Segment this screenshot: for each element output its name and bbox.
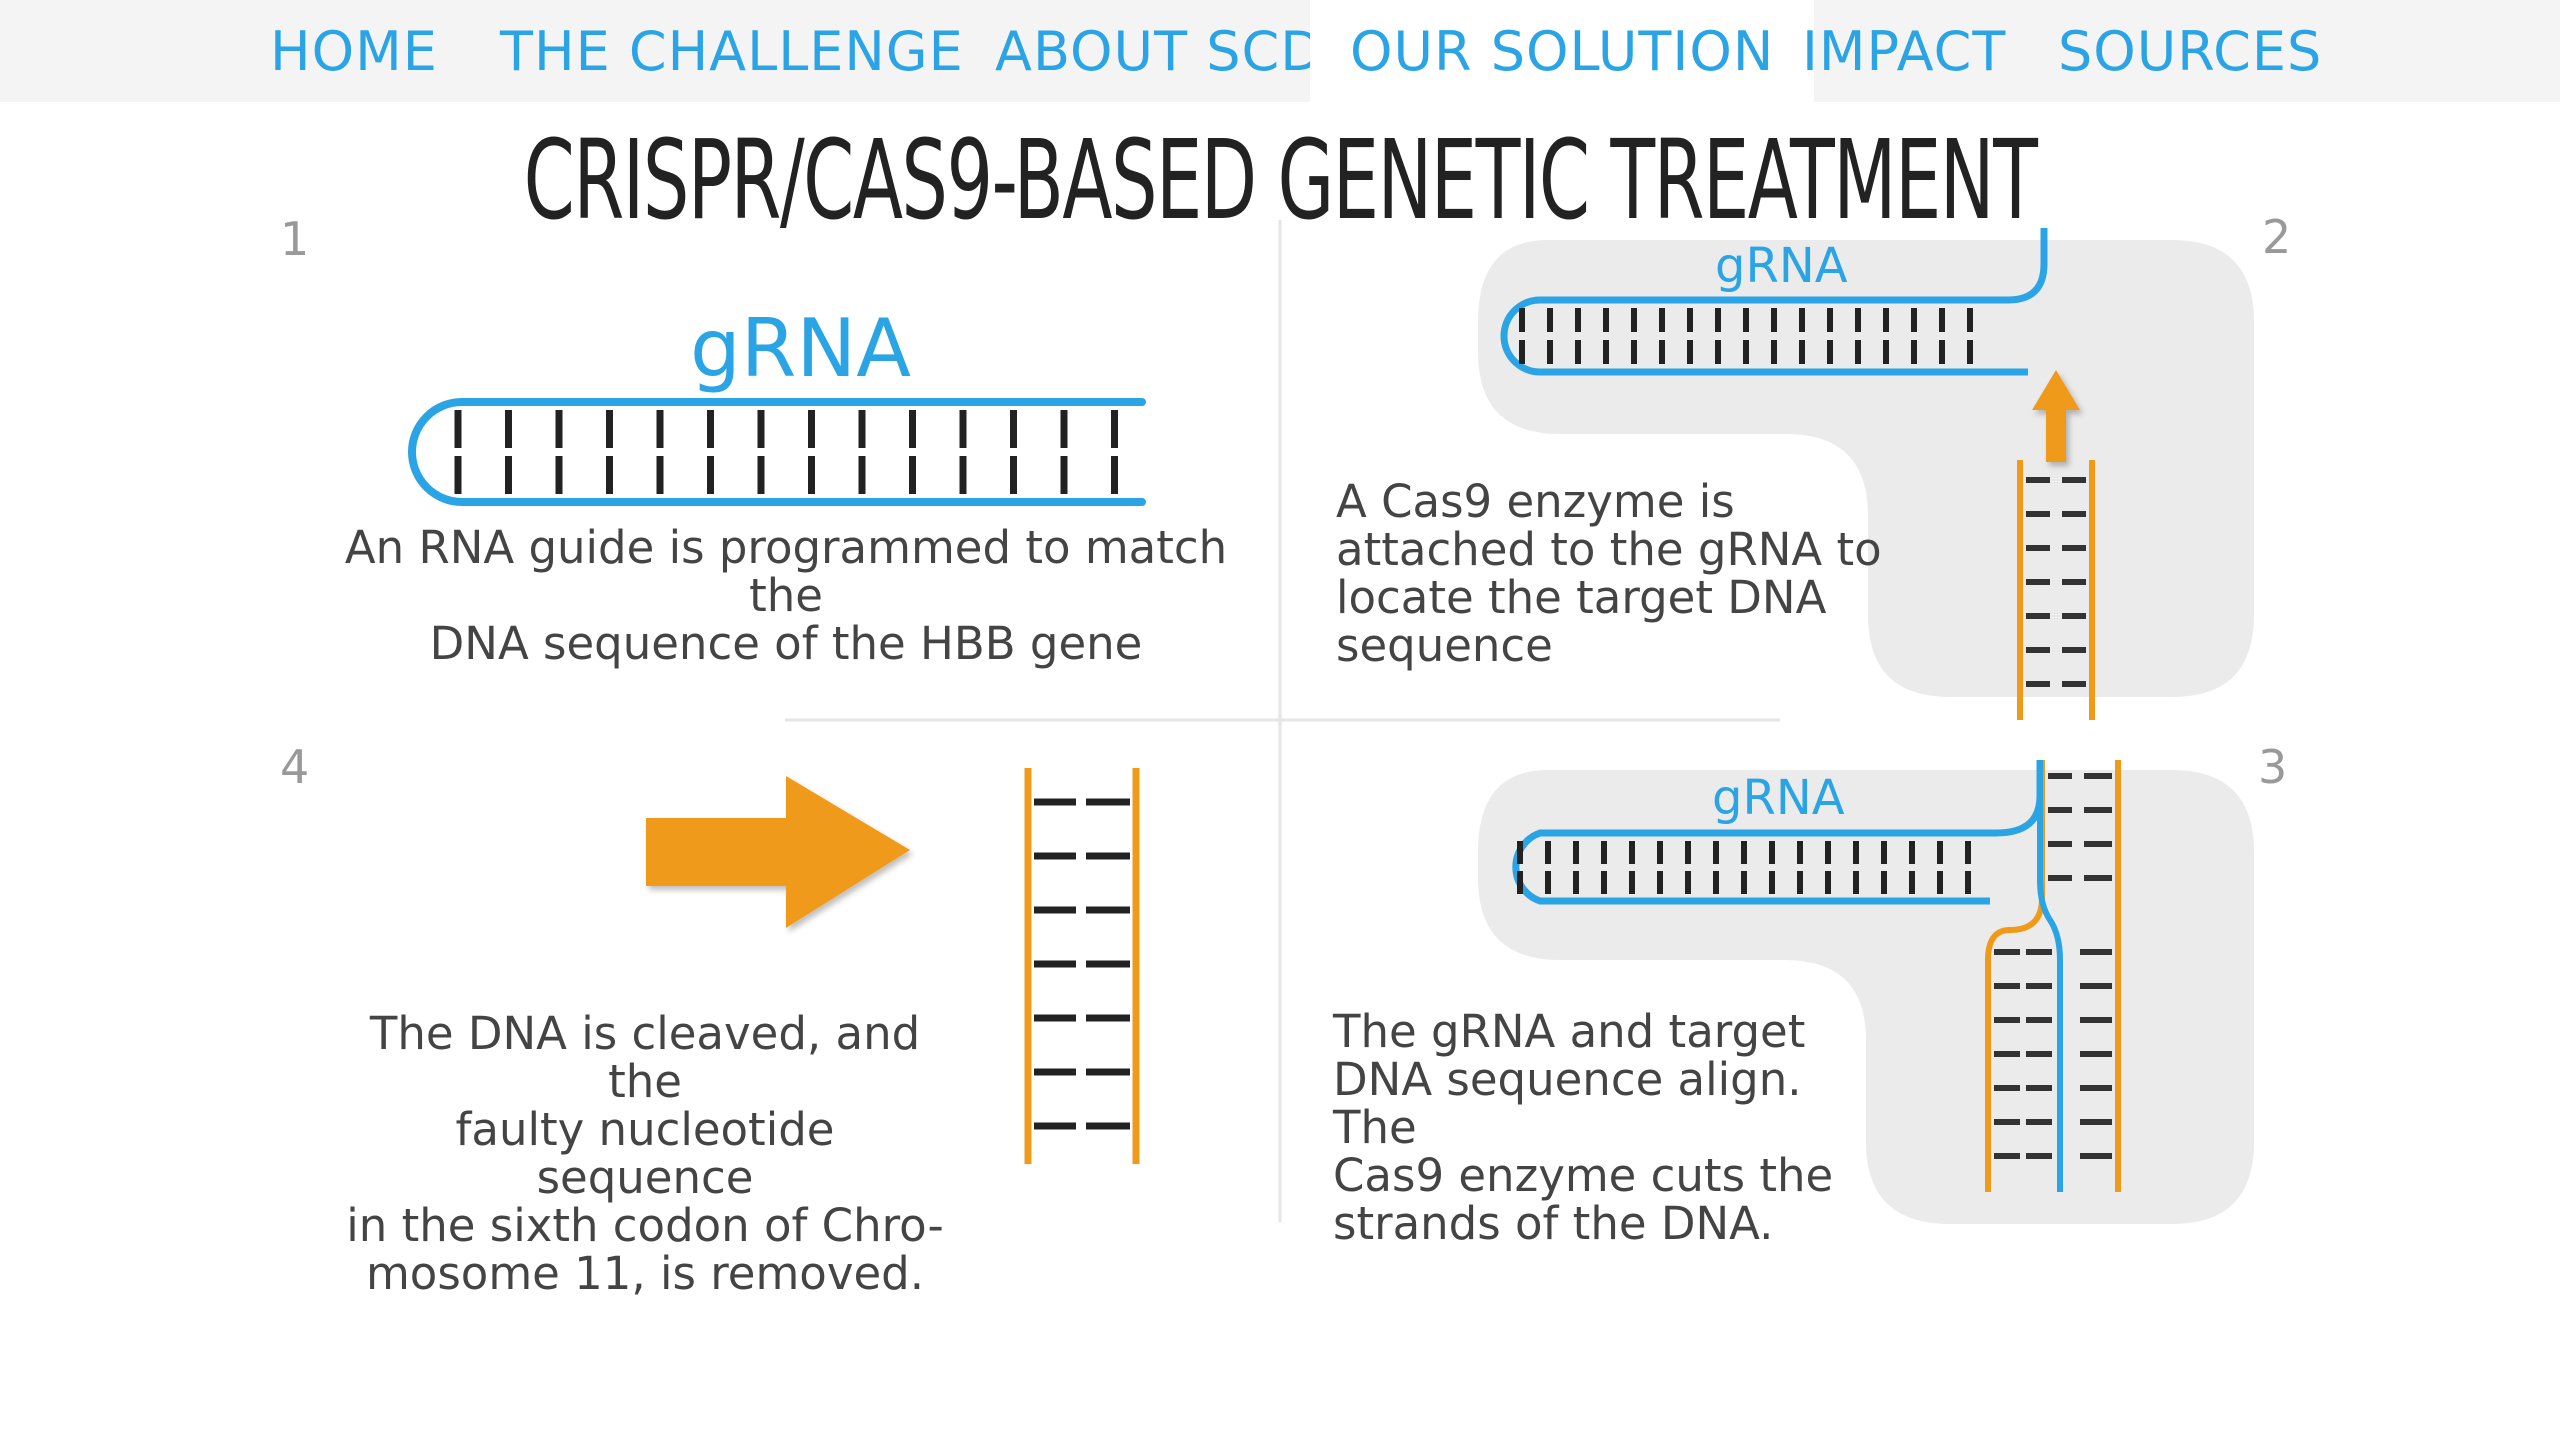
nav-the-challenge[interactable]: THE CHALLENGE xyxy=(500,20,964,83)
step1-description: An RNA guide is programmed to match the … xyxy=(344,521,1228,670)
step1-number: 1 xyxy=(280,212,310,266)
step3-grna-strand xyxy=(1512,760,2044,905)
step4-number: 4 xyxy=(280,740,310,794)
step1-grna-label: gRNA xyxy=(690,302,911,395)
nav-our-solution[interactable]: OUR SOLUTION xyxy=(1310,0,1815,102)
nav-home[interactable]: HOME xyxy=(270,20,438,83)
step2-up-arrow xyxy=(2032,370,2080,462)
top-nav: HOME THE CHALLENGE ABOUT SCD OUR SOLUTIO… xyxy=(0,0,2560,102)
step3-grna-label: gRNA xyxy=(1712,770,1845,826)
step2-description: A Cas9 enzyme is attached to the gRNA to… xyxy=(1336,475,1882,672)
step3-description: The gRNA and target DNA sequence align. … xyxy=(1333,1005,1834,1250)
step2-panel xyxy=(1478,240,2254,697)
step2-grna-strand xyxy=(1500,228,2048,376)
step3-number: 3 xyxy=(2258,740,2288,794)
step4-dna-ladder xyxy=(1024,768,1140,1164)
step2-dna-ladder xyxy=(2017,460,2095,720)
step2-grna-label: gRNA xyxy=(1715,238,1848,294)
nav-impact[interactable]: IMPACT xyxy=(1802,20,2007,83)
nav-sources[interactable]: SOURCES xyxy=(2058,20,2323,83)
nav-about-scd[interactable]: ABOUT SCD xyxy=(995,20,1323,83)
step4-description: The DNA is cleaved, and the faulty nucle… xyxy=(346,1007,944,1300)
step3-dna-strands xyxy=(1985,760,2121,1192)
step1-grna-strand xyxy=(408,398,1146,506)
step2-number: 2 xyxy=(2262,210,2292,264)
step4-right-arrow xyxy=(646,776,910,928)
